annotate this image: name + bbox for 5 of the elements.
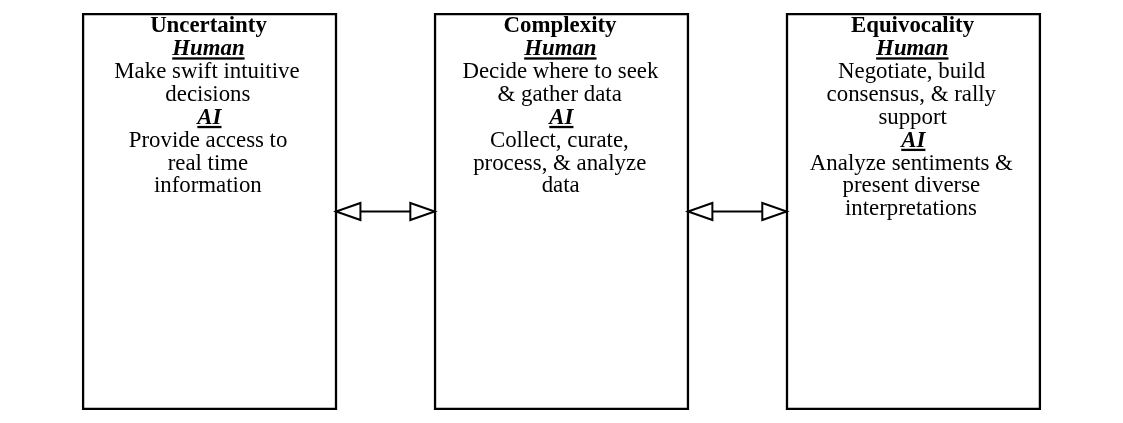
node-box: Complexity Human Decide where to seek & gather data AI Collect, curate, process, & analyze data: [433, 13, 690, 410]
arrow: [333, 201, 438, 222]
node-box: Uncertainty Human Make swift intuitive decisions AI Provide access to real time information: [81, 13, 338, 410]
node-box: Equivocality Human Negotiate, build consensus, & rally support AI Analyze sentiments & present diverse interpretations: [785, 13, 1042, 410]
arrow: [685, 201, 790, 222]
